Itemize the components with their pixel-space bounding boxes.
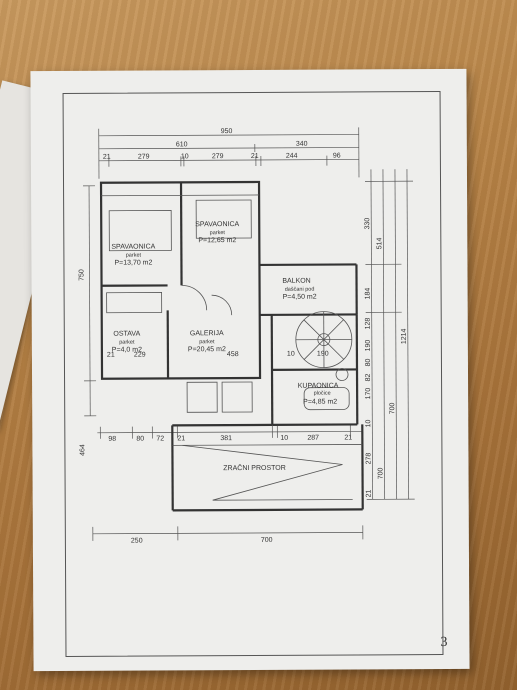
dim-top-total: 950: [221, 128, 233, 135]
dim-mid-1: 80: [136, 436, 144, 443]
room-balcony-area: P=4,50 m2: [283, 294, 317, 301]
dim-stair-6: 278: [365, 453, 372, 465]
room-bedroom-1-area: P=13,70 m2: [114, 260, 152, 267]
dim-row-1: 279: [138, 154, 150, 161]
room-bathroom-floor: pločice: [314, 391, 331, 397]
room-void-name: ZRAČNI PROSTOR: [223, 463, 286, 472]
dim-mid-4: 381: [220, 435, 232, 442]
room-bedroom-2-name: SPAVAONICA: [195, 221, 239, 228]
dim-mid-2: 72: [156, 435, 164, 442]
dim-right-a0: 330: [364, 218, 371, 230]
dim-stair-0: 128: [365, 318, 372, 330]
dim-mid-6: 287: [307, 435, 319, 442]
dim-top-left: 610: [176, 141, 188, 148]
room-balcony-name: BALKON: [282, 278, 310, 285]
dim-row-5: 244: [286, 153, 298, 160]
room-gallery-floor: parket: [199, 339, 215, 345]
page-number: 3: [440, 634, 448, 651]
room-storage-area: P=4,0 m2: [112, 347, 142, 354]
room-bathroom-name: KUPAONICA: [298, 383, 339, 390]
dim-row-6: 96: [333, 153, 341, 160]
room-storage-name: OSTAVA: [113, 331, 140, 338]
dim-row-0: 21: [103, 154, 111, 161]
room-bathroom-area: P=4,85 m2: [303, 399, 337, 406]
dim-right-bottom: 21: [366, 489, 373, 497]
dim-stair-1: 190: [365, 340, 372, 352]
dim-label-2: 458: [227, 351, 239, 358]
dim-bottom-left: 250: [131, 538, 143, 545]
dim-label-3: 10: [287, 351, 295, 358]
dim-mid-5: 10: [280, 435, 288, 442]
room-bedroom-2-area: P=12,65 m2: [198, 237, 236, 244]
dim-right-main: 1214: [401, 328, 408, 344]
room-gallery-name: GALERIJA: [190, 330, 224, 337]
dim-label-1: 229: [134, 352, 146, 359]
dim-left-lower: 464: [79, 444, 86, 456]
dim-row-2: 10: [181, 153, 189, 160]
dim-label-0: 21: [107, 352, 115, 359]
room-gallery-area: P=20,45 m2: [188, 346, 226, 353]
room-storage-floor: parket: [119, 340, 135, 346]
floor-plan-paper: 950 610 340 21 279 10 279 21 244 96 750 …: [30, 68, 470, 672]
dim-right-a2: 700: [389, 402, 396, 414]
dim-stair-2: 80: [365, 358, 372, 366]
dim-right-b0: 514: [376, 238, 383, 250]
dim-row-3: 279: [212, 153, 224, 160]
dim-bottom-right: 700: [261, 537, 273, 544]
dim-left-upper: 750: [78, 269, 85, 281]
dim-mid-3: 21: [177, 435, 185, 442]
dim-top-right: 340: [296, 141, 308, 148]
floor-plan-drawing: 950 610 340 21 279 10 279 21 244 96 750 …: [78, 127, 415, 545]
dim-row-4: 21: [251, 153, 259, 160]
room-bedroom-1-name: SPAVAONICA: [111, 243, 155, 250]
dim-right-b1: 700: [378, 468, 385, 480]
dim-stair-4: 170: [365, 388, 372, 400]
dim-right-a1: 184: [365, 288, 372, 300]
room-balcony-floor: daščani pod: [285, 287, 315, 293]
dim-mid-7: 21: [344, 434, 352, 441]
room-bedroom-1-floor: parket: [126, 253, 142, 259]
dim-mid-0: 98: [108, 436, 116, 443]
dim-stair-5: 10: [365, 419, 372, 427]
room-bedroom-2-floor: parket: [210, 230, 226, 236]
dim-label-4: 190: [317, 351, 329, 358]
dim-stair-3: 82: [365, 373, 372, 381]
